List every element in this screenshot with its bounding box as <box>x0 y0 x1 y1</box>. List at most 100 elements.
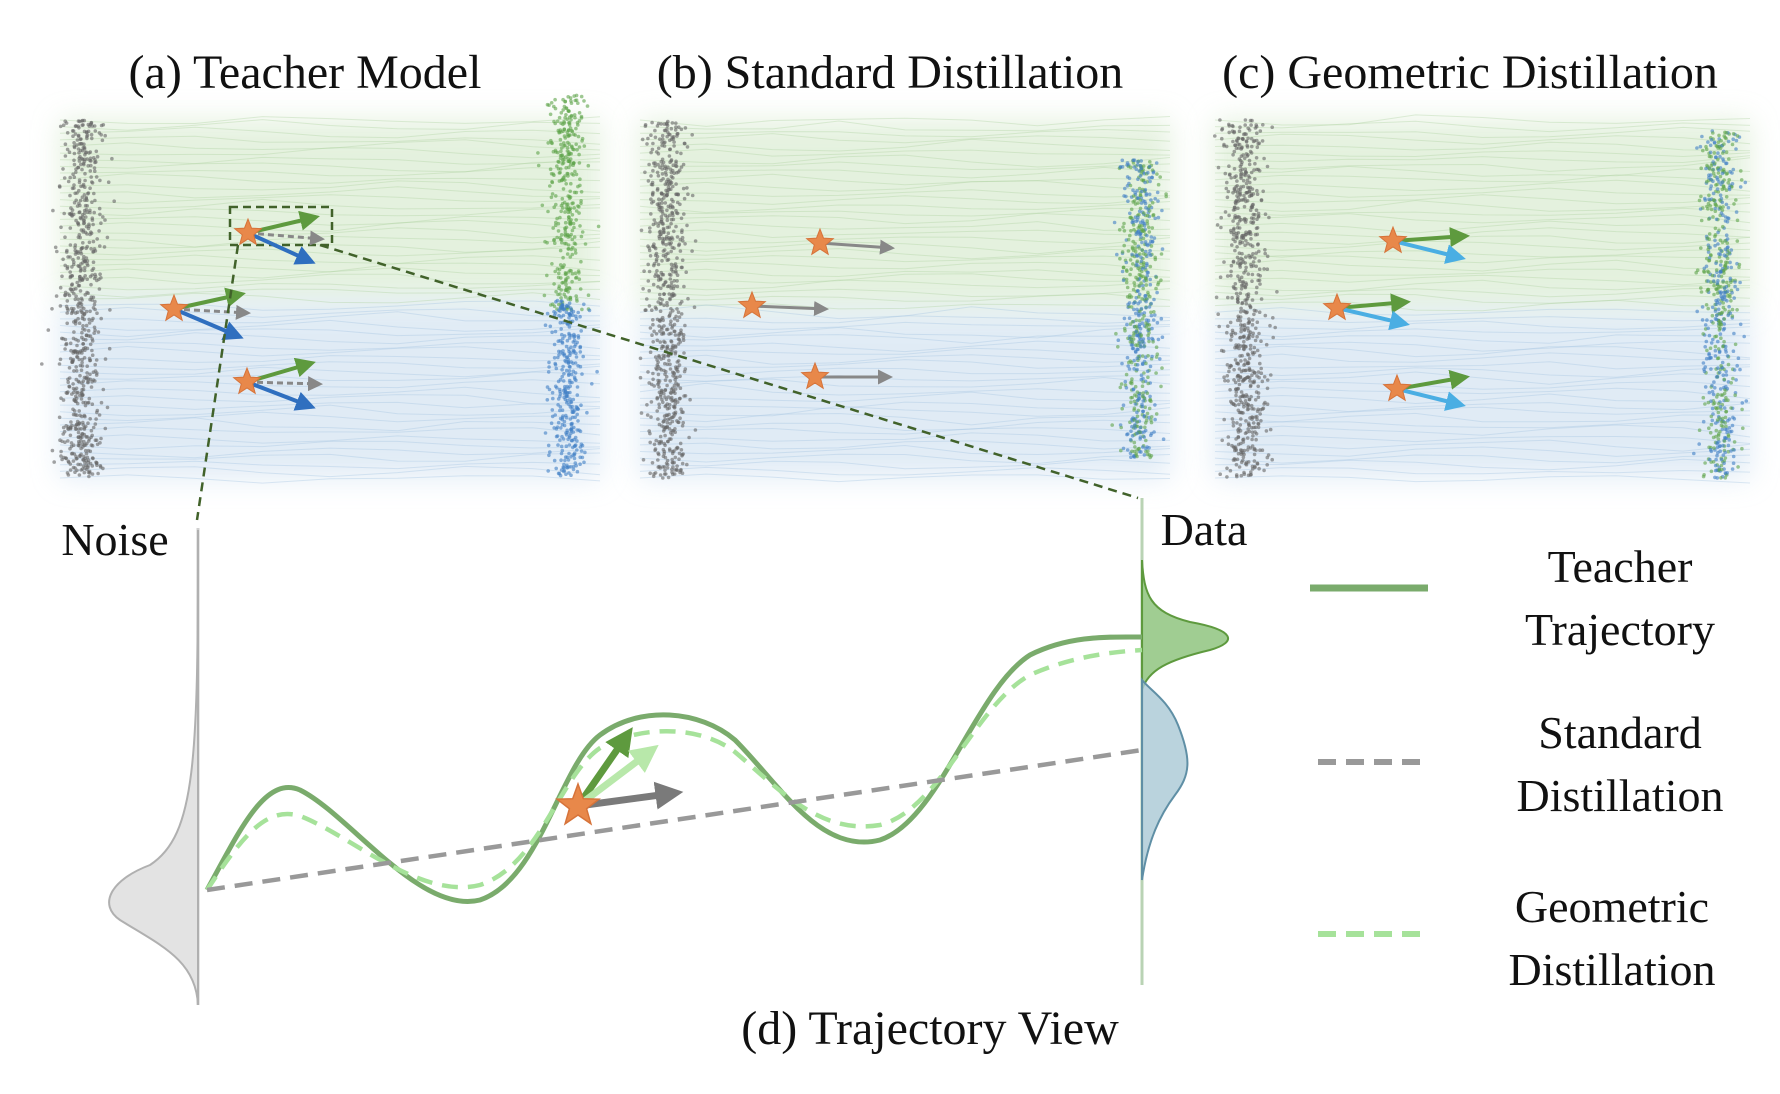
cloud-point <box>577 161 582 165</box>
cloud-point <box>69 306 74 311</box>
cloud-point <box>586 163 591 168</box>
cloud-point <box>1142 221 1147 226</box>
cloud-point <box>1730 142 1735 147</box>
cloud-point <box>575 428 579 432</box>
cloud-point <box>68 193 72 198</box>
cloud-point <box>1128 211 1132 216</box>
cloud-point <box>1733 393 1737 398</box>
cloud-point <box>1710 406 1715 411</box>
flow-streamline <box>639 333 1171 344</box>
cloud-point <box>1247 423 1251 427</box>
cloud-point <box>1144 192 1149 196</box>
cloud-point <box>562 469 566 474</box>
cloud-point <box>80 245 85 250</box>
cloud-point <box>647 288 651 293</box>
cloud-point <box>675 279 679 283</box>
cloud-point <box>1147 406 1152 411</box>
cloud-point <box>1725 256 1730 261</box>
cloud-point <box>82 254 86 259</box>
cloud-point <box>573 169 577 174</box>
cloud-point <box>94 417 98 421</box>
cloud-point <box>92 166 97 170</box>
flow-streamline <box>59 341 601 351</box>
cloud-point <box>656 152 661 156</box>
cloud-point <box>101 215 105 219</box>
cloud-point <box>1714 457 1718 462</box>
cloud-point <box>1256 273 1261 277</box>
cloud-point <box>1251 263 1256 268</box>
cloud-point <box>1253 338 1258 343</box>
cloud-point <box>93 379 97 383</box>
cloud-point <box>566 152 570 157</box>
cloud-point <box>661 222 665 226</box>
cloud-point <box>668 205 673 210</box>
cloud-point <box>1134 275 1138 280</box>
cloud-point <box>638 375 643 380</box>
cloud-point <box>1254 390 1259 394</box>
cloud-point <box>1214 295 1219 300</box>
flow-streamline <box>1214 412 1751 423</box>
cloud-point <box>1142 211 1146 215</box>
cloud-point <box>561 122 565 127</box>
cloud-point <box>1239 154 1244 158</box>
cloud-point <box>1716 347 1721 351</box>
star-marker <box>805 227 835 256</box>
cloud-point <box>94 358 99 362</box>
cloud-point <box>1257 169 1262 173</box>
cloud-point <box>681 333 686 337</box>
cloud-point <box>107 346 112 351</box>
cloud-point <box>1739 178 1744 182</box>
cloud-point <box>673 378 677 382</box>
cloud-point <box>547 360 551 365</box>
cloud-point <box>573 248 578 252</box>
cloud-point <box>569 181 573 186</box>
cloud-point <box>1245 407 1250 412</box>
cloud-point <box>663 468 667 473</box>
cloud-point <box>573 415 577 420</box>
cloud-point <box>674 164 679 169</box>
cloud-point <box>578 350 583 354</box>
cloud-point <box>565 394 570 399</box>
cloud-point <box>1719 291 1723 296</box>
cloud-point <box>79 262 83 266</box>
cloud-point <box>665 458 670 463</box>
cloud-point <box>1239 326 1243 331</box>
cloud-point <box>88 309 92 314</box>
flow-streamline <box>59 198 601 210</box>
cloud-point <box>82 317 86 322</box>
cloud-point <box>1155 321 1160 325</box>
cloud-point <box>1136 301 1140 306</box>
cloud-point <box>80 305 84 309</box>
cloud-point <box>1121 225 1125 229</box>
cloud-point <box>556 379 561 384</box>
cloud-point <box>1128 272 1132 277</box>
cloud-point <box>1254 123 1258 127</box>
cloud-point <box>1729 299 1733 303</box>
cloud-point <box>573 115 577 120</box>
cloud-point <box>665 303 669 308</box>
cloud-point <box>564 444 569 449</box>
cloud-point <box>1225 274 1230 278</box>
cloud-point <box>675 256 679 260</box>
cloud-point <box>1724 202 1729 207</box>
cloud-point <box>1119 382 1124 386</box>
cloud-point <box>1130 395 1135 400</box>
cloud-point <box>1236 146 1241 150</box>
cloud-point <box>670 467 674 472</box>
cloud-point <box>669 217 674 222</box>
cloud-point <box>1708 143 1713 148</box>
cloud-point <box>656 382 660 387</box>
cloud-point <box>77 427 81 431</box>
cloud-point <box>1709 207 1714 212</box>
flow-field <box>639 116 1171 483</box>
cloud-point <box>578 314 582 319</box>
cloud-point <box>656 174 661 178</box>
cloud-point <box>556 403 560 407</box>
cloud-point <box>564 271 568 276</box>
cloud-point <box>1714 302 1719 307</box>
cloud-point <box>62 211 66 216</box>
flow-streamline <box>1214 150 1751 158</box>
cloud-point <box>660 389 664 394</box>
cloud-point <box>673 128 678 132</box>
cloud-point <box>1153 196 1157 201</box>
